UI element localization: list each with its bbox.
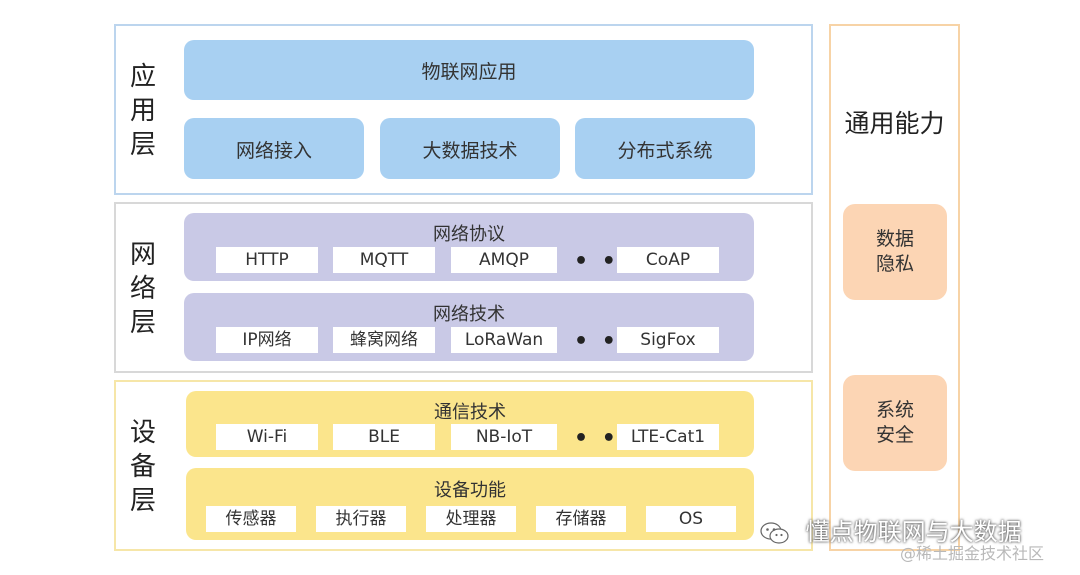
function-chip: 存储器 [536, 506, 626, 532]
device-layer: 设 备 层 通信技术 Wi-Fi BLE NB-IoT • • • LTE-Ca… [114, 380, 813, 551]
communication-chip: BLE [333, 424, 435, 450]
technology-chip: LoRaWan [451, 327, 557, 353]
function-chip: 执行器 [316, 506, 406, 532]
application-layer-label: 应 用 层 [129, 62, 156, 160]
big-data-label: 大数据技术 [422, 140, 518, 162]
protocol-chip: AMQP [451, 247, 557, 273]
network-access-block: 网络接入 [184, 118, 364, 179]
protocol-chip: MQTT [333, 247, 435, 273]
system-security-block: 系统 安全 [843, 375, 947, 471]
technology-chip: SigFox [617, 327, 719, 353]
application-layer: 应 用 层 物联网应用 网络接入 大数据技术 分布式系统 [114, 24, 813, 195]
network-access-label: 网络接入 [235, 140, 312, 162]
communication-chip: NB-IoT [451, 424, 557, 450]
protocol-chip: HTTP [216, 247, 318, 273]
iot-application-label: 物联网应用 [421, 61, 517, 83]
watermark: 懂点物联网与大数据 [760, 512, 1022, 547]
device-function-title: 设备功能 [434, 480, 506, 501]
communication-technology-title: 通信技术 [434, 402, 506, 423]
distributed-system-block: 分布式系统 [575, 118, 755, 179]
network-layer-label: 网 络 层 [129, 240, 156, 338]
distributed-system-label: 分布式系统 [617, 140, 713, 162]
iot-application-block: 物联网应用 [184, 40, 754, 100]
network-technology-title: 网络技术 [433, 304, 505, 325]
data-privacy-block: 数据 隐私 [843, 204, 947, 300]
big-data-block: 大数据技术 [380, 118, 560, 179]
device-layer-label: 设 备 层 [129, 418, 156, 516]
watermark-text: 懂点物联网与大数据 [805, 518, 1022, 546]
technology-chip: IP网络 [216, 327, 318, 353]
technology-chip: 蜂窝网络 [333, 327, 435, 353]
network-layer: 网 络 层 网络协议 HTTP MQTT AMQP • • • CoAP 网络技… [114, 202, 813, 373]
function-chip: 传感器 [206, 506, 296, 532]
communication-chip: Wi-Fi [216, 424, 318, 450]
wechat-icon [760, 521, 790, 545]
protocol-chip: CoAP [617, 247, 719, 273]
common-capabilities-panel: 通用能力 数据 隐私 系统 安全 [829, 24, 960, 551]
communication-chip: LTE-Cat1 [617, 424, 719, 450]
function-chip: 处理器 [426, 506, 516, 532]
network-technology-block: 网络技术 IP网络 蜂窝网络 LoRaWan • • • SigFox [184, 293, 754, 361]
function-chip: OS [646, 506, 736, 532]
common-capabilities-title: 通用能力 [844, 109, 945, 138]
device-function-block: 设备功能 传感器 执行器 处理器 存储器 OS [186, 468, 754, 540]
watermark-sub: @稀土掘金技术社区 [900, 544, 1045, 563]
network-protocol-block: 网络协议 HTTP MQTT AMQP • • • CoAP [184, 213, 754, 281]
communication-technology-block: 通信技术 Wi-Fi BLE NB-IoT • • • LTE-Cat1 [186, 391, 754, 457]
network-protocol-title: 网络协议 [433, 224, 505, 245]
